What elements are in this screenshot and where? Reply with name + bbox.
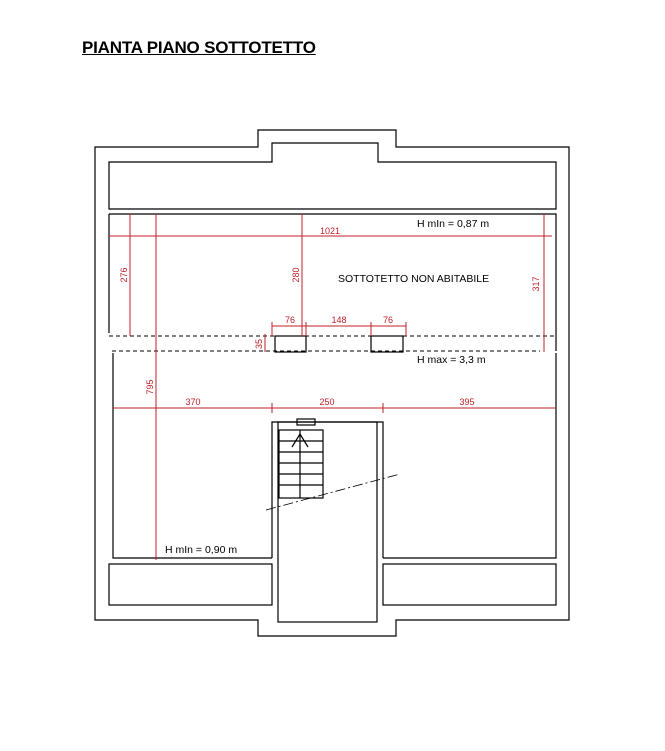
dim-center-depth: 280	[291, 267, 301, 282]
section-line	[265, 473, 401, 511]
dimension-lines	[109, 214, 556, 560]
height-max-label: H max = 3,3 m	[417, 354, 486, 366]
roof-opening-2	[370, 335, 404, 353]
staircase	[278, 429, 324, 499]
top-inner-room	[108, 142, 557, 210]
dim-total-depth: 795	[145, 379, 155, 394]
plan-title: PIANTA PIANO SOTTOTETTO	[82, 38, 316, 57]
dim-total-width: 1021	[320, 226, 340, 236]
dim-opening-gap: 148	[331, 315, 346, 325]
roof-opening-1	[274, 335, 307, 353]
dim-left-depth: 276	[119, 267, 129, 282]
dim-right-depth: 317	[531, 276, 541, 291]
dim-opening-height: 35	[254, 339, 264, 349]
dim-seg-right: 395	[459, 397, 474, 407]
lower-room-wall	[112, 353, 557, 559]
attic-band-wall	[108, 213, 557, 351]
bottom-left-room	[108, 563, 273, 606]
stair-shaft	[271, 421, 384, 558]
dim-seg-center: 250	[319, 397, 334, 407]
height-min-top-label: H mIn = 0,87 m	[417, 218, 489, 230]
stairwell	[277, 421, 378, 623]
stair-post	[296, 418, 316, 426]
outer-wall	[94, 129, 570, 637]
bottom-right-room	[382, 563, 557, 606]
dim-seg-left: 370	[185, 397, 200, 407]
dim-opening-2: 76	[383, 315, 393, 325]
dim-opening-1: 76	[285, 315, 295, 325]
room-label: SOTTOTETTO NON ABITABILE	[338, 273, 489, 285]
height-min-bottom-label: H mIn = 0,90 m	[165, 544, 237, 556]
